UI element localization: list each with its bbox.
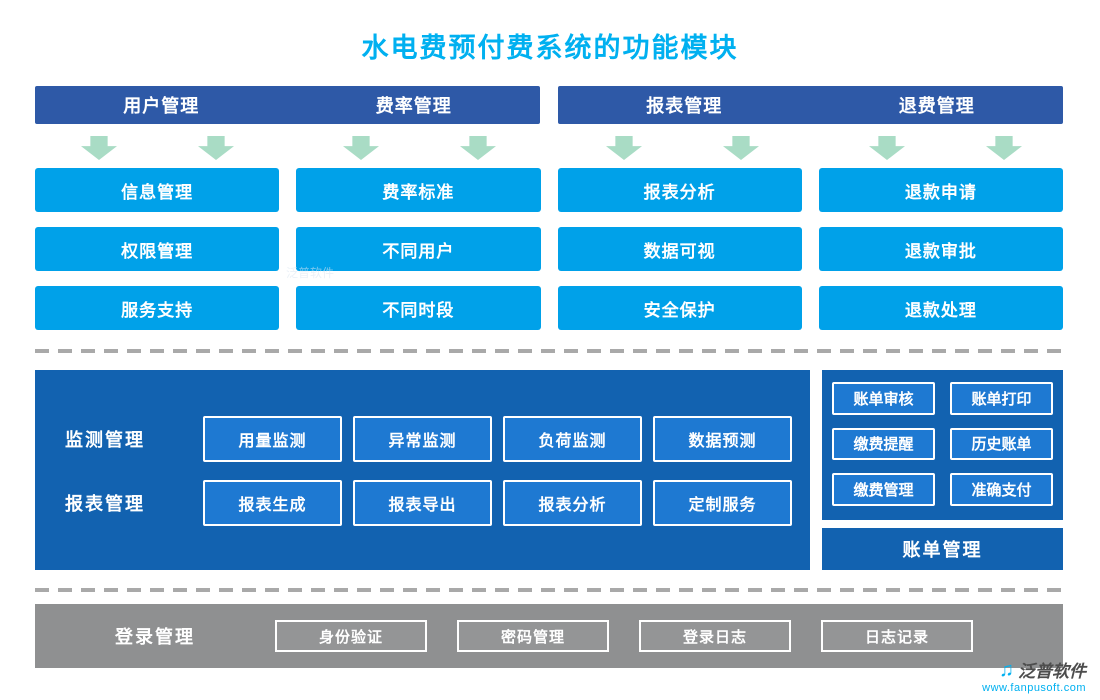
monitor-report-panel: 监测管理 用量监测 异常监测 负荷监测 数据预测 报表管理 报表生成 报表导出 … bbox=[35, 370, 810, 570]
module-different-users: 不同用户 bbox=[296, 227, 541, 271]
module-bill-print: 账单打印 bbox=[950, 382, 1053, 415]
down-arrow-icon bbox=[81, 136, 117, 160]
module-password-management: 密码管理 bbox=[457, 620, 609, 652]
header-bar-right: 报表管理 退费管理 bbox=[558, 86, 1063, 124]
brand-name: 泛普软件 bbox=[1018, 662, 1086, 681]
module-security-protection: 安全保护 bbox=[557, 286, 802, 330]
module-anomaly-monitor: 异常监测 bbox=[353, 416, 492, 462]
music-note-icon: ♫ bbox=[999, 658, 1014, 681]
module-login-log: 登录日志 bbox=[639, 620, 791, 652]
module-info-management: 信息管理 bbox=[35, 168, 280, 212]
module-refund-apply: 退款申请 bbox=[818, 168, 1063, 212]
billing-panel: 账单审核 账单打印 缴费提醒 历史账单 缴费管理 准确支付 bbox=[822, 370, 1063, 520]
bill-management-bar: 账单管理 bbox=[822, 528, 1063, 570]
brand-url: www.fanpusoft.com bbox=[982, 682, 1086, 694]
login-management-label: 登录管理 bbox=[115, 627, 195, 647]
module-identity-verification: 身份验证 bbox=[275, 620, 427, 652]
module-report-generate: 报表生成 bbox=[203, 480, 342, 526]
top-module-grid: 信息管理 费率标准 报表分析 退款申请 权限管理 不同用户 数据可视 退款审批 … bbox=[35, 168, 1063, 330]
brand-logo: ♫ 泛普软件 www.fanpusoft.com bbox=[982, 657, 1086, 695]
module-bill-review: 账单审核 bbox=[832, 382, 935, 415]
down-arrow-icon bbox=[723, 136, 759, 160]
module-report-export: 报表导出 bbox=[353, 480, 492, 526]
report-row: 报表管理 报表生成 报表导出 报表分析 定制服务 bbox=[35, 480, 810, 526]
dashed-divider bbox=[35, 588, 1063, 592]
module-report-analysis-2: 报表分析 bbox=[503, 480, 642, 526]
header-user-management: 用户管理 bbox=[123, 96, 200, 116]
header-bar-left: 用户管理 费率管理 bbox=[35, 86, 540, 124]
module-report-analysis: 报表分析 bbox=[557, 168, 802, 212]
module-load-monitor: 负荷监测 bbox=[503, 416, 642, 462]
report-buttons: 报表生成 报表导出 报表分析 定制服务 bbox=[203, 480, 792, 526]
module-payment-management: 缴费管理 bbox=[832, 473, 935, 506]
down-arrow-icon bbox=[460, 136, 496, 160]
arrow-group-2 bbox=[297, 136, 542, 162]
module-data-visualization: 数据可视 bbox=[557, 227, 802, 271]
down-arrow-icon bbox=[606, 136, 642, 160]
header-rate-management: 费率管理 bbox=[375, 96, 452, 116]
module-usage-monitor: 用量监测 bbox=[203, 416, 342, 462]
module-custom-service: 定制服务 bbox=[653, 480, 792, 526]
down-arrow-icon bbox=[198, 136, 234, 160]
module-refund-review: 退款审批 bbox=[818, 227, 1063, 271]
module-refund-processing: 退款处理 bbox=[818, 286, 1063, 330]
monitor-row: 监测管理 用量监测 异常监测 负荷监测 数据预测 bbox=[35, 416, 810, 462]
login-management-bar: 登录管理 身份验证 密码管理 登录日志 日志记录 bbox=[35, 604, 1063, 668]
arrow-group-3 bbox=[560, 136, 805, 162]
page-title: 水电费预付费系统的功能模块 bbox=[361, 33, 739, 63]
arrow-group-1 bbox=[35, 136, 280, 162]
login-buttons: 身份验证 密码管理 登录日志 日志记录 bbox=[275, 620, 973, 652]
monitor-buttons: 用量监测 异常监测 负荷监测 数据预测 bbox=[203, 416, 792, 462]
down-arrow-icon bbox=[869, 136, 905, 160]
down-arrow-icon bbox=[343, 136, 379, 160]
module-data-forecast: 数据预测 bbox=[653, 416, 792, 462]
arrow-group-4 bbox=[823, 136, 1068, 162]
module-service-support: 服务支持 bbox=[35, 286, 280, 330]
module-payment-reminder: 缴费提醒 bbox=[832, 427, 935, 461]
dashed-divider bbox=[35, 349, 1063, 353]
module-permission-management: 权限管理 bbox=[35, 227, 280, 271]
header-report-management: 报表管理 bbox=[646, 96, 723, 116]
module-rate-standard: 费率标准 bbox=[296, 168, 541, 212]
report-management-label: 报表管理 bbox=[65, 494, 145, 514]
module-log-record: 日志记录 bbox=[821, 620, 973, 652]
monitor-management-label: 监测管理 bbox=[65, 430, 145, 450]
module-history-bill: 历史账单 bbox=[950, 427, 1053, 461]
down-arrow-icon bbox=[986, 136, 1022, 160]
header-refund-management: 退费管理 bbox=[898, 96, 975, 116]
module-different-periods: 不同时段 bbox=[296, 286, 541, 330]
module-accurate-payment: 准确支付 bbox=[950, 473, 1053, 506]
